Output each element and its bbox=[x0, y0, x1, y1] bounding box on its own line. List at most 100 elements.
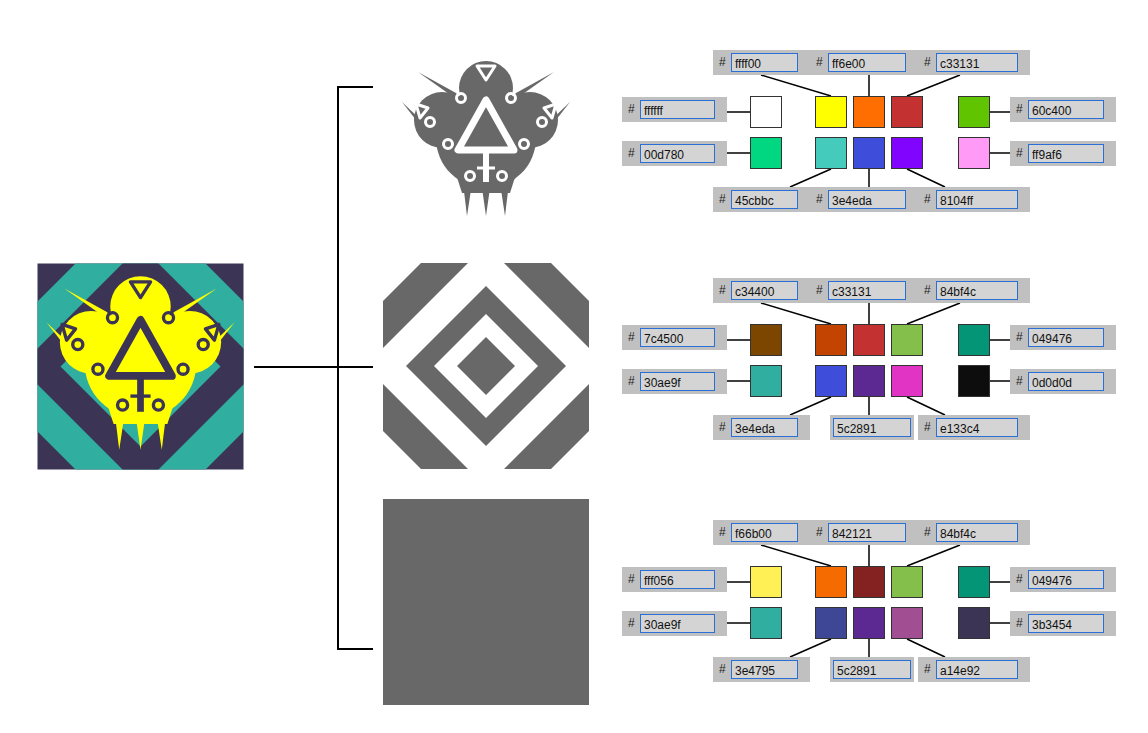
hex-code: 60c400 bbox=[1029, 103, 1071, 120]
hex-label-box: #842121 bbox=[810, 520, 918, 545]
hash-sign: # bbox=[1016, 146, 1023, 160]
hash-sign: # bbox=[816, 55, 823, 69]
split-bracket bbox=[254, 87, 373, 649]
hex-code: 3e4795 bbox=[732, 663, 775, 680]
color-swatch bbox=[815, 324, 847, 356]
hex-label-box: # c33131 bbox=[810, 278, 918, 303]
hash-sign: # bbox=[1016, 102, 1023, 116]
hex-code: 3e4eda bbox=[829, 193, 872, 210]
background-layer bbox=[383, 499, 589, 705]
hex-input: 049476 bbox=[1028, 328, 1104, 347]
color-swatch bbox=[958, 607, 990, 639]
color-swatch bbox=[891, 137, 923, 169]
color-swatch bbox=[891, 324, 923, 356]
color-swatch bbox=[853, 137, 885, 169]
hex-code: c33131 bbox=[937, 56, 979, 73]
hex-code: 8104ff bbox=[937, 193, 973, 210]
color-swatch bbox=[815, 137, 847, 169]
hash-sign: # bbox=[628, 616, 635, 630]
hash-sign: # bbox=[816, 283, 823, 297]
hex-label-box: #00d780 bbox=[622, 141, 727, 166]
hex-label-box: #049476 bbox=[1010, 567, 1116, 592]
hex-input: 84bf4c bbox=[936, 523, 1018, 542]
color-swatch bbox=[750, 324, 782, 356]
color-swatch bbox=[750, 137, 782, 169]
hex-code: 45cbbc bbox=[732, 193, 774, 210]
hash-sign: # bbox=[719, 662, 726, 676]
color-swatch bbox=[815, 365, 847, 397]
hex-label-box: # ff6e00 bbox=[810, 50, 918, 75]
hex-input: 30ae9f bbox=[640, 614, 715, 633]
color-swatch bbox=[750, 607, 782, 639]
color-swatch bbox=[853, 324, 885, 356]
hex-label-box: # ff9af6 bbox=[1010, 141, 1116, 166]
diamond-layer bbox=[318, 198, 654, 534]
hex-label-box: #ffff00 bbox=[713, 50, 810, 75]
hex-input: 049476 bbox=[1028, 570, 1104, 589]
hex-code: 5c2891 bbox=[834, 421, 876, 438]
hex-input: f66b00 bbox=[731, 523, 798, 542]
hex-label-box: #049476 bbox=[1010, 325, 1116, 350]
color-swatch bbox=[853, 607, 885, 639]
color-swatch bbox=[815, 566, 847, 598]
hex-input: fff056 bbox=[640, 570, 715, 589]
emblem-details bbox=[62, 282, 219, 412]
hash-sign: # bbox=[924, 420, 931, 434]
hex-label-box: #f66b00 bbox=[713, 520, 810, 545]
hex-input: c33131 bbox=[828, 281, 906, 300]
emblem-layer bbox=[402, 61, 570, 216]
hex-label-box: #3e4eda bbox=[810, 187, 918, 212]
hex-input: 3e4795 bbox=[731, 660, 798, 679]
hex-code: 3b3454 bbox=[1029, 617, 1072, 634]
color-swatch bbox=[891, 607, 923, 639]
hex-label-box: #84bf4c bbox=[918, 520, 1030, 545]
hex-input: 842121 bbox=[828, 523, 906, 542]
hex-code: 00d780 bbox=[641, 147, 684, 164]
hex-label-box: #3e4795 bbox=[713, 657, 810, 682]
hex-code: ff6e00 bbox=[829, 56, 865, 73]
hex-code: ff9af6 bbox=[1029, 147, 1062, 164]
hash-sign: # bbox=[1016, 374, 1023, 388]
hex-code: e133c4 bbox=[937, 421, 979, 438]
hex-label-box: #c34400 bbox=[713, 278, 810, 303]
hex-label-box: #8104ff bbox=[918, 187, 1030, 212]
hash-sign: # bbox=[719, 192, 726, 206]
color-swatch bbox=[853, 96, 885, 128]
hash-sign: # bbox=[628, 572, 635, 586]
color-swatch bbox=[891, 365, 923, 397]
hash-sign: # bbox=[1016, 330, 1023, 344]
hash-sign: # bbox=[924, 283, 931, 297]
hash-sign: # bbox=[1016, 616, 1023, 630]
color-swatch bbox=[958, 566, 990, 598]
hex-label-box: #3b3454 bbox=[1010, 611, 1116, 636]
hex-input: 3b3454 bbox=[1028, 614, 1104, 633]
hex-code: 3e4eda bbox=[732, 421, 775, 438]
hex-input: 3e4eda bbox=[828, 190, 906, 209]
hex-label-box: 5c2891 bbox=[830, 657, 914, 682]
color-swatch bbox=[958, 324, 990, 356]
color-swatch bbox=[815, 607, 847, 639]
hex-label-box: #3e4eda bbox=[713, 415, 810, 440]
hex-label-box: #a14e92 bbox=[918, 657, 1030, 682]
hex-input: 60c400 bbox=[1028, 100, 1104, 119]
grey-emblem bbox=[402, 61, 570, 216]
hex-input: a14e92 bbox=[936, 660, 1018, 679]
hex-input: ff9af6 bbox=[1028, 144, 1104, 163]
hex-input: 3e4eda bbox=[731, 418, 798, 437]
hex-label-box: # c33131 bbox=[918, 50, 1030, 75]
hex-input: 0d0d0d bbox=[1028, 372, 1104, 391]
hex-label-box: #7c4500 bbox=[622, 325, 727, 350]
hex-input: 00d780 bbox=[640, 144, 715, 163]
hex-code: 842121 bbox=[829, 526, 872, 543]
hex-input: 8104ff bbox=[936, 190, 1018, 209]
hex-code: 84bf4c bbox=[937, 284, 976, 301]
hex-input: ffffff bbox=[640, 100, 715, 119]
color-swatch bbox=[958, 96, 990, 128]
hex-code: 0d0d0d bbox=[1029, 375, 1072, 392]
hex-code: ffff00 bbox=[732, 56, 761, 73]
hex-code: ffffff bbox=[641, 103, 663, 120]
hash-sign: # bbox=[924, 55, 931, 69]
color-swatch bbox=[815, 96, 847, 128]
hash-sign: # bbox=[628, 102, 635, 116]
